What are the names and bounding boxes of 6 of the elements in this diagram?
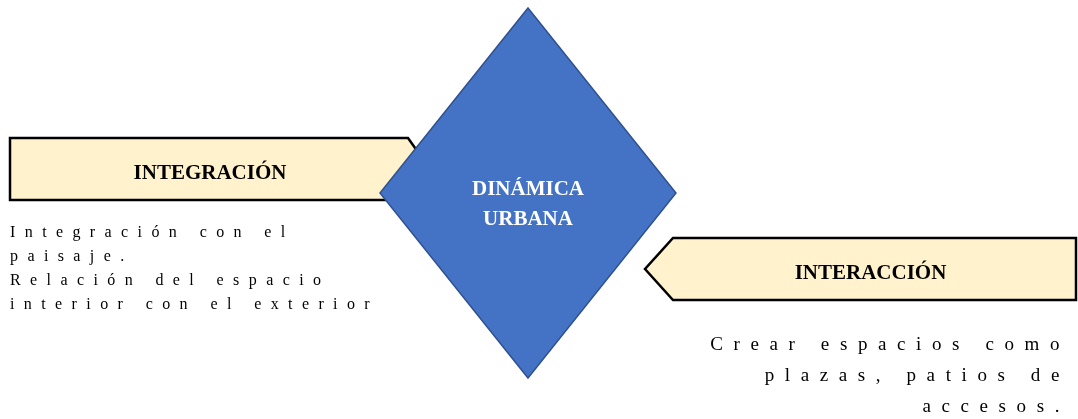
node-title: DINÁMICA URBANA (471, 175, 585, 232)
node-title: INTEGRACIÓN (132, 159, 288, 186)
node-title: INTERACCIÓN (793, 259, 948, 286)
description-text: Relación del espacio interior con el exterior (10, 270, 381, 314)
description-text: Crear espacios como plazas, patios de accesos. (709, 332, 1070, 418)
description-text: Integración con el paisaje. (10, 222, 296, 267)
